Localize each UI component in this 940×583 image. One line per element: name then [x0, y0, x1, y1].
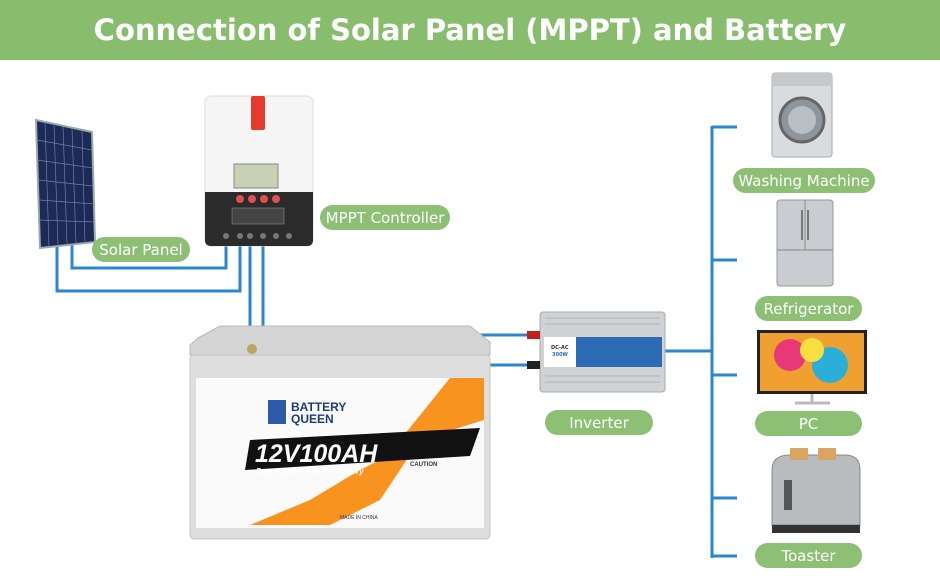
battery-brand-line1: BATTERY [291, 400, 346, 414]
wire-battery-positive [261, 236, 540, 337]
toaster-image [771, 448, 861, 533]
battery-image [189, 325, 491, 540]
battery-model: 12V100AH [255, 440, 378, 468]
washing-machine-label: Washing Machine [733, 168, 875, 193]
washing-machine-image [771, 72, 833, 158]
battery-caution: CAUTION [410, 462, 437, 468]
toaster-label: Toaster [755, 543, 862, 568]
pc-monitor-image [757, 330, 867, 405]
battery-brand-line2: QUEEN [291, 412, 334, 426]
battery-made-in: MADE IN CHINA [340, 515, 378, 521]
solar-panel-image [34, 118, 97, 250]
inverter-label: Inverter [545, 410, 653, 435]
pc-label: PC [755, 411, 862, 436]
refrigerator-image [776, 199, 834, 287]
solar-panel-label: Solar Panel [92, 237, 190, 262]
wire-solar-positive [55, 236, 242, 293]
refrigerator-label: Refrigerator [755, 296, 862, 321]
inverter-type: DC-AC [551, 345, 569, 351]
inverter-power: 300W [552, 352, 568, 358]
mppt-controller-image [204, 95, 314, 247]
battery-subtitle: Deep Cycle LiFePO4 Battery [256, 467, 364, 476]
inverter-image [527, 311, 666, 393]
page-title: Connection of Solar Panel (MPPT) and Bat… [0, 0, 940, 60]
wire-solar-negative [70, 236, 228, 270]
mppt-controller-label: MPPT Controller [320, 205, 450, 230]
